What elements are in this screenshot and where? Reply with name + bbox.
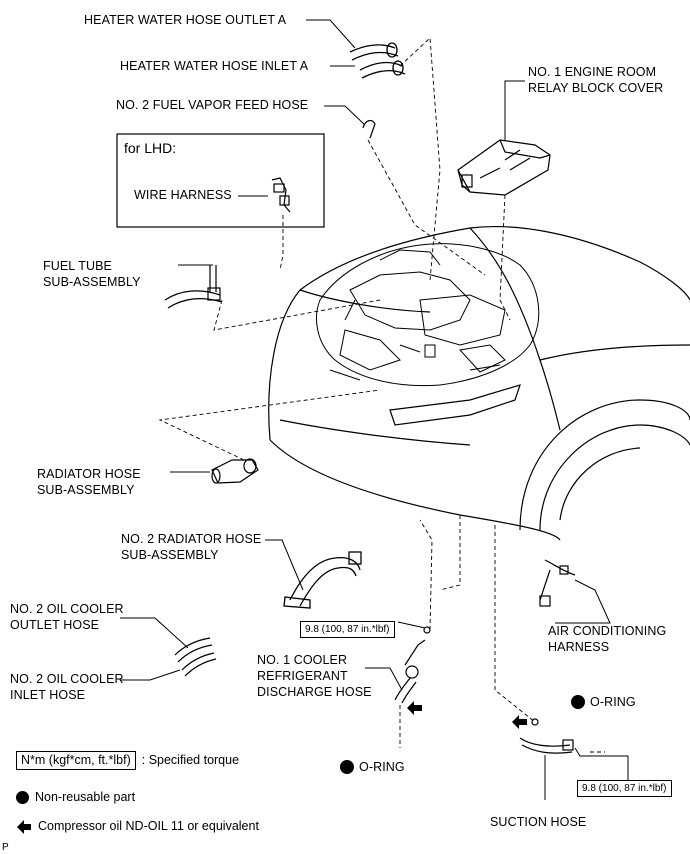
o-ring-right-label: O-RING <box>590 695 636 709</box>
ac-harness-label-line1: AIR CONDITIONING <box>548 624 667 638</box>
fuel-vapor-label: NO. 2 FUEL VAPOR FEED HOSE <box>116 98 309 112</box>
legend-compressor-oil-text: Compressor oil ND-OIL 11 or equivalent <box>38 819 259 833</box>
cooler-discharge-label-line3: DISCHARGE HOSE <box>257 685 372 699</box>
oil-cooler-hoses-part <box>174 637 217 677</box>
oil-inlet-label-line1: NO. 2 OIL COOLER <box>10 672 124 686</box>
torque-spec-left: 9.8 (100, 87 in.*lbf) <box>300 621 395 638</box>
torque-spec-right: 9.8 (100, 87 in.*lbf) <box>577 780 672 797</box>
radiator-hose-part <box>211 458 259 484</box>
oil-inlet-label-line2: INLET HOSE <box>10 688 86 702</box>
leader-lines <box>120 19 629 800</box>
fuel-tube-part <box>164 265 223 309</box>
oil-outlet-label-line1: NO. 2 OIL COOLER <box>10 602 124 616</box>
legend-torque-text: : Specified torque <box>141 753 240 767</box>
for-lhd-box <box>116 133 325 228</box>
relay-block-cover-part <box>457 139 551 196</box>
legend-torque-box: N*m (kgf*cm, ft.*lbf) <box>16 751 136 770</box>
suction-hose-label: SUCTION HOSE <box>490 815 587 829</box>
relay-cover-label-line2: RELAY BLOCK COVER <box>528 81 664 95</box>
non-reusable-dot-icon <box>16 791 29 804</box>
compressor-oil-arrows <box>407 701 527 729</box>
fuel-vapor-hose-part <box>362 119 376 139</box>
cooler-discharge-label-line1: NO. 1 COOLER <box>257 653 348 667</box>
car-body-outline <box>268 225 690 541</box>
wire-harness-label: WIRE HARNESS <box>134 188 232 202</box>
relay-cover-label-line1: NO. 1 ENGINE ROOM <box>528 65 657 79</box>
oil-outlet-label-line2: OUTLET HOSE <box>10 618 100 632</box>
discharge-hose-part <box>394 626 431 704</box>
ac-harness-label-line2: HARNESS <box>548 640 610 654</box>
dashed-guides <box>158 37 605 753</box>
legend-torque: N*m (kgf*cm, ft.*lbf) : Specified torque <box>16 751 239 770</box>
heater-inlet-label: HEATER WATER HOSE INLET A <box>120 59 309 73</box>
no2-radiator-label-line1: NO. 2 RADIATOR HOSE <box>121 532 262 546</box>
o-ring-left-label: O-RING <box>359 760 405 774</box>
no2-radiator-label-line2: SUB-ASSEMBLY <box>121 548 219 562</box>
figure-code: P <box>2 842 9 853</box>
o-ring-dots <box>340 695 585 774</box>
no2-radiator-hose-part <box>283 551 362 609</box>
wire-harness-part <box>271 177 291 213</box>
legend-non-reusable-text: Non-reusable part <box>35 790 136 804</box>
cooler-discharge-label-line2: REFRIGERANT <box>257 669 348 683</box>
legend-compressor-oil: Compressor oil ND-OIL 11 or equivalent <box>16 818 259 835</box>
fuel-tube-label-line2: SUB-ASSEMBLY <box>43 275 141 289</box>
heater-outlet-label: HEATER WATER HOSE OUTLET A <box>84 13 287 27</box>
radiator-hose-label-line2: SUB-ASSEMBLY <box>37 483 135 497</box>
for-lhd-title: for LHD: <box>124 140 177 156</box>
radiator-hose-label-line1: RADIATOR HOSE <box>37 467 141 481</box>
compressor-oil-arrow-icon <box>17 819 31 834</box>
ac-harness-part <box>539 559 576 607</box>
suction-hose-part <box>519 718 574 754</box>
engine-compartment <box>316 243 540 387</box>
fuel-tube-label-line1: FUEL TUBE <box>43 259 112 273</box>
legend-non-reusable: Non-reusable part <box>16 789 135 806</box>
heater-hoses-part <box>349 42 406 79</box>
